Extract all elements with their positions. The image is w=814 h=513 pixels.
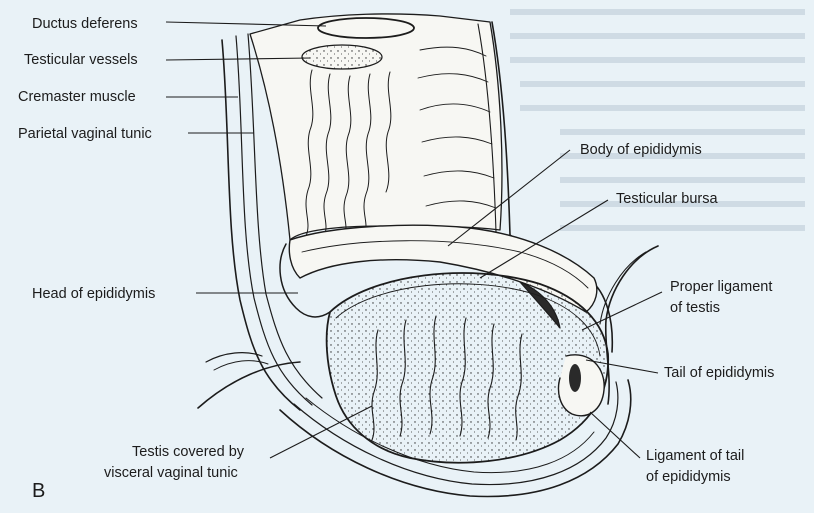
label-proper-ligament-line2: of testis — [670, 300, 720, 316]
label-tail-of-epididymis: Tail of epididymis — [664, 365, 774, 381]
label-ductus-deferens: Ductus deferens — [32, 16, 138, 32]
spermatic-cord — [250, 14, 502, 240]
ductus-deferens-opening — [318, 18, 414, 38]
label-proper-ligament-line1: Proper ligament — [670, 279, 772, 295]
label-cremaster-muscle: Cremaster muscle — [18, 89, 136, 105]
right-hook-ligament — [606, 246, 658, 404]
label-testicular-bursa: Testicular bursa — [616, 191, 718, 207]
testicular-vessels-bundle — [302, 45, 382, 69]
label-parietal-vaginal-tunic: Parietal vaginal tunic — [18, 126, 152, 142]
label-testis-line1: Testis covered by — [132, 444, 245, 460]
label-body-of-epididymis: Body of epididymis — [580, 142, 702, 158]
lower-left-fold — [198, 362, 300, 408]
label-ligament-tail-line2: of epididymis — [646, 469, 731, 485]
label-testis-line2: visceral vaginal tunic — [104, 465, 238, 481]
label-ligament-tail-line1: Ligament of tail — [646, 448, 744, 464]
label-head-of-epididymis: Head of epididymis — [32, 286, 155, 302]
label-testicular-vessels: Testicular vessels — [24, 52, 138, 68]
panel-letter: B — [32, 480, 45, 502]
